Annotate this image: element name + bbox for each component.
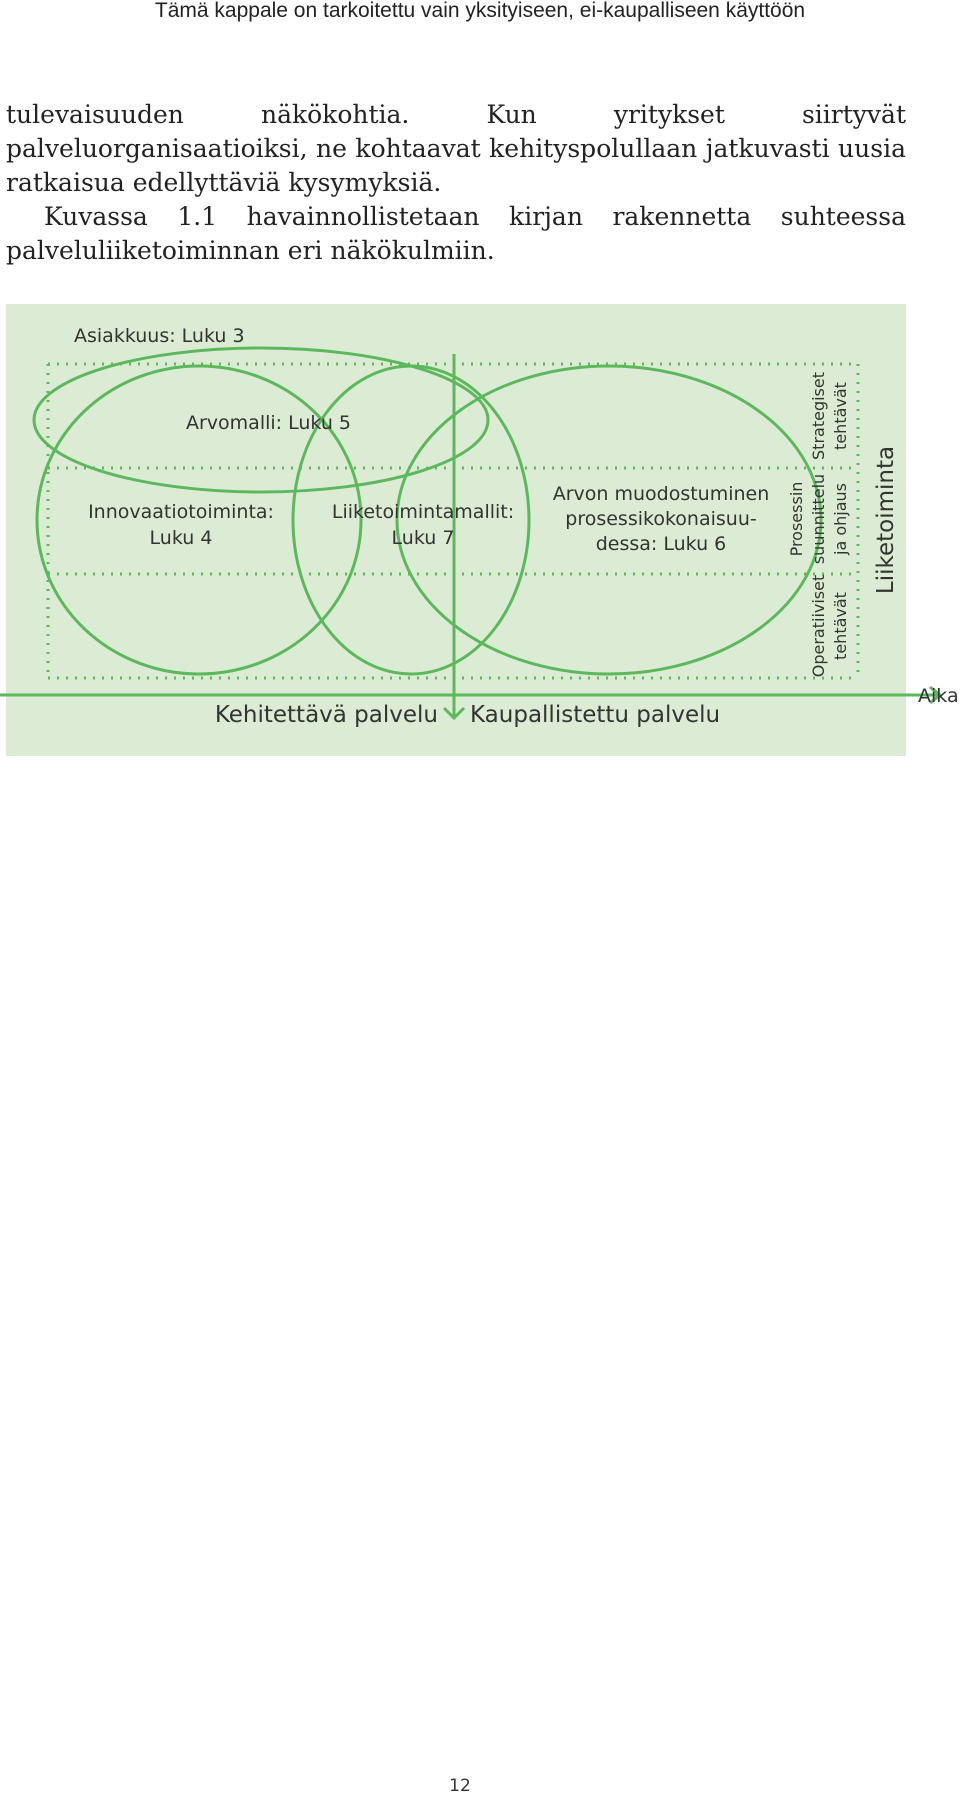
paragraph-1: tulevaisuuden näkökohtia. Kun yritykset … <box>6 100 906 197</box>
time-axis-arrow <box>0 685 943 705</box>
aika-label: Aika <box>918 685 959 707</box>
arvon-label-3: dessa: Luku 6 <box>596 533 727 555</box>
asiakkuus-ellipse <box>32 346 490 494</box>
arvon-label-1: Arvon muodostuminen <box>553 483 770 505</box>
arvomalli-label: Arvomalli: Luku 5 <box>186 412 351 434</box>
kaupallistettu-label: Kaupallistettu palvelu <box>470 702 720 728</box>
prosessin-label-2: suunnittelu <box>809 474 828 564</box>
strategiset-label-2: tehtävät <box>831 382 850 450</box>
liiketoimintamallit-ellipse <box>291 364 531 676</box>
prosessin-label-3: ja ohjaus <box>831 483 850 556</box>
arvon-label-2: prosessikokonaisuu- <box>565 508 756 530</box>
kehitettava-label: Kehitettävä palvelu <box>215 702 438 728</box>
innovaatio-label-2: Luku 4 <box>150 527 213 549</box>
liiketoimintamallit-label-2: Luku 7 <box>392 527 455 549</box>
arvon-muodostuminen-ellipse <box>395 364 823 676</box>
operatiiviset-label-1: Operatiiviset <box>809 575 828 678</box>
operatiiviset-label-2: tehtävät <box>831 592 850 660</box>
asiakkuus-label: Asiakkuus: Luku 3 <box>74 325 245 347</box>
body-text: tulevaisuuden näkökohtia. Kun yritykset … <box>6 98 906 268</box>
paragraph-2: Kuvassa 1.1 havainnollistetaan kirjan ra… <box>6 202 906 265</box>
liiketoimintamallit-label-1: Liiketoimintamallit: <box>332 501 514 523</box>
liiketoiminta-label: Liiketoiminta <box>873 446 899 594</box>
usage-notice: Tämä kappale on tarkoitettu vain yksityi… <box>154 0 806 22</box>
divider-arrow <box>442 354 466 721</box>
innovaatio-ellipse <box>35 364 363 676</box>
figure-diagram: Asiakkuus: Luku 3 Arvomalli: Luku 5 Inno… <box>0 325 959 728</box>
innovaatio-label-1: Innovaatiotoiminta: <box>88 501 274 523</box>
strategiset-label-1: Strategiset <box>809 372 828 460</box>
page-number: 12 <box>449 1776 471 1796</box>
prosessin-label-1: Prosessin <box>787 482 806 557</box>
figure-1-1: Asiakkuus: Luku 3 Arvomalli: Luku 5 Inno… <box>0 304 959 756</box>
